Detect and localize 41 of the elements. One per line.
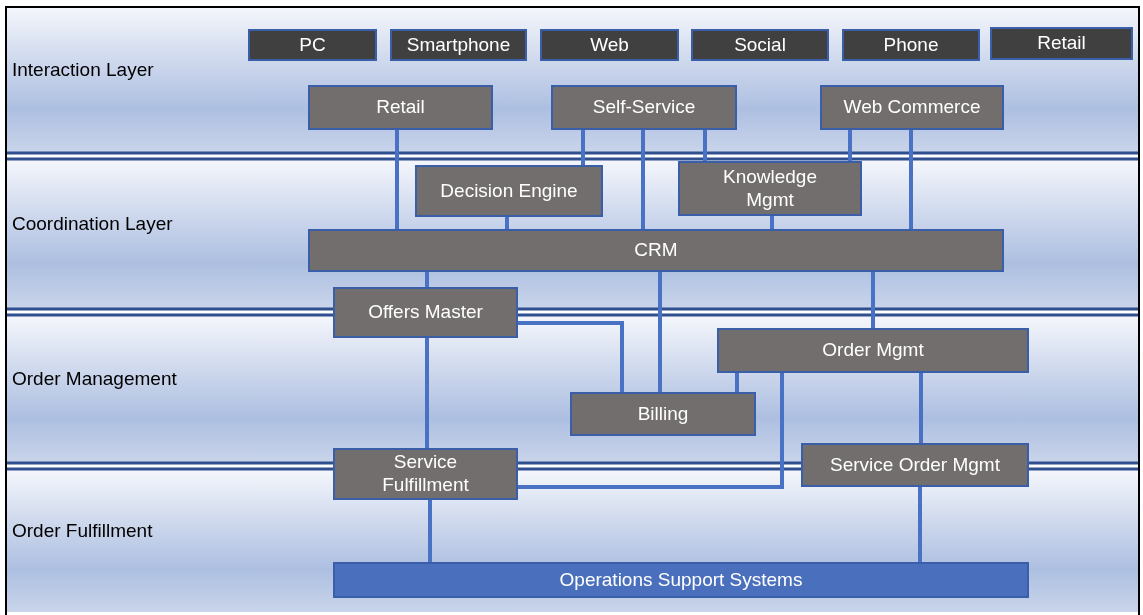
connector-line <box>735 373 739 392</box>
connector-line <box>918 487 922 562</box>
layer-label: Coordination Layer <box>12 212 173 236</box>
channel-box: Web <box>540 29 679 61</box>
connector-line <box>658 272 662 392</box>
connector-line <box>425 272 429 287</box>
connector-line <box>909 130 913 229</box>
system-box: Service Order Mgmt <box>801 443 1029 487</box>
system-box: Billing <box>570 392 756 436</box>
system-box: Service Fulfillment <box>333 448 518 500</box>
system-box: Knowledge Mgmt <box>678 161 862 216</box>
connector-line <box>770 216 774 229</box>
channel-box: PC <box>248 29 377 61</box>
system-box: Order Mgmt <box>717 328 1029 373</box>
layer-label: Order Fulfillment <box>12 519 153 543</box>
connector-line <box>703 130 707 161</box>
channel-box: Phone <box>842 29 980 61</box>
connector-line <box>871 272 875 328</box>
layer-band <box>7 8 1138 152</box>
connector-line <box>919 373 923 443</box>
connector-line <box>395 130 399 229</box>
layer-label: Interaction Layer <box>12 58 154 82</box>
system-box: Retail <box>308 85 493 130</box>
connector-line <box>518 321 624 392</box>
layer-label: Order Management <box>12 367 177 391</box>
channel-box: Social <box>691 29 829 61</box>
system-box: Self-Service <box>551 85 737 130</box>
connector-line <box>518 373 784 489</box>
connector-line <box>428 500 432 562</box>
system-box: Offers Master <box>333 287 518 338</box>
system-box: Decision Engine <box>415 165 603 217</box>
system-box: CRM <box>308 229 1004 272</box>
system-box: Web Commerce <box>820 85 1004 130</box>
channel-box: Smartphone <box>390 29 527 61</box>
system-bar: Operations Support Systems <box>333 562 1029 598</box>
connector-line <box>848 130 852 161</box>
connector-line <box>641 130 645 229</box>
connector-line <box>425 338 429 448</box>
connector-line <box>505 217 509 229</box>
connector-line <box>581 130 585 165</box>
channel-box: Retail <box>990 27 1133 60</box>
